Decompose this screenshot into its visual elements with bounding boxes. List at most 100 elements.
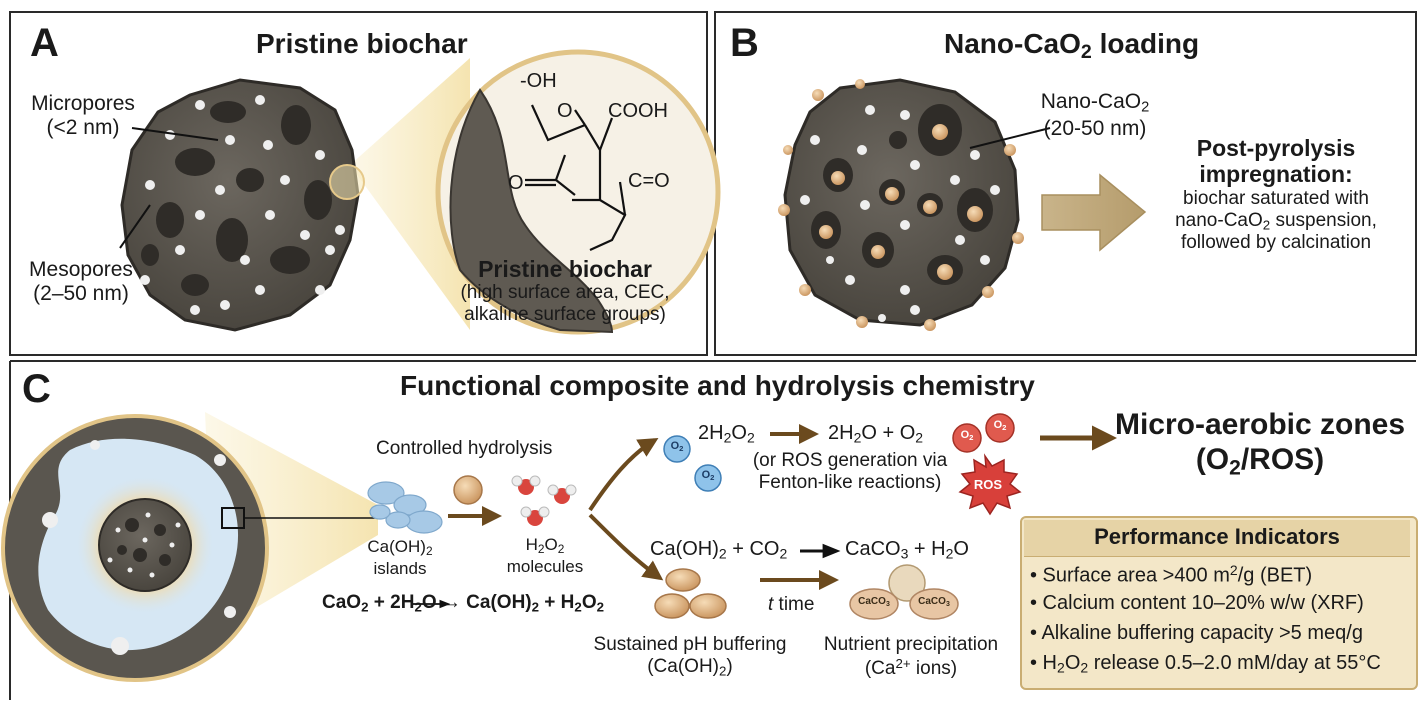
- panel-a-title: Pristine biochar: [256, 28, 468, 59]
- result-sub: (O2/ROS): [1110, 443, 1410, 480]
- panel-b-title: Nano-CaO2 loading: [944, 28, 1199, 63]
- caco3-1-text: CaCO: [858, 596, 886, 607]
- branch-arrow-up: [588, 437, 659, 512]
- rxn1-products: 2H2O + O2: [828, 422, 923, 446]
- result-title: Micro-aerobic zones: [1114, 408, 1406, 441]
- ros-note: (or ROS generation via Fenton-like react…: [730, 450, 970, 494]
- biochar-particle-b: [778, 78, 1024, 331]
- mesopores-size: (2–50 nm): [33, 282, 129, 306]
- method-line-1: biochar saturated with: [1183, 187, 1369, 209]
- result-sub-p1: (O: [1195, 442, 1230, 476]
- performance-indicators-header: [1024, 520, 1410, 557]
- desc-title: Pristine biochar: [478, 256, 652, 282]
- leader-nano-cao2: [969, 127, 1051, 149]
- ros-burst: [958, 453, 1022, 516]
- rxn1p-p1: 2H: [828, 422, 854, 444]
- islands-sub: 2: [425, 543, 433, 558]
- o2-b1-sub: 2: [679, 443, 684, 453]
- ros-note-2: Fenton-like reactions): [758, 471, 942, 493]
- rxn2r-p2: + H: [908, 538, 946, 560]
- perf0-sup: 2: [1229, 562, 1238, 578]
- caco3-2-sub: 3: [945, 600, 950, 608]
- o2-blue-badges: [663, 435, 722, 492]
- nutrient-s1: 2+: [895, 655, 911, 671]
- o2-badge-2-label: O2: [695, 469, 721, 483]
- mesopores-text: Mesopores: [29, 258, 133, 281]
- perf-item-h2o2-release: • H2O2 release 0.5–2.0 mM/day at 55°C: [1030, 652, 1381, 676]
- result-sub-s1: 2: [1229, 455, 1241, 479]
- method-line-2-post: suspension,: [1270, 209, 1377, 231]
- mol-o: O: [544, 535, 558, 554]
- perf3-sub1: 2: [1057, 659, 1065, 676]
- caoh2-blobs: [654, 568, 727, 619]
- method-title-2: impregnation:: [1199, 161, 1353, 188]
- rxn2l-s2: 2: [779, 545, 788, 562]
- buffer-p1: (Ca(OH): [647, 655, 720, 677]
- panel-c-title: Functional composite and hydrolysis chem…: [400, 370, 1035, 401]
- branch-arrow-down: [588, 513, 664, 581]
- o2-r1-sub: 2: [969, 432, 974, 442]
- nutrient-p1: (Ca: [864, 657, 896, 679]
- result-sub-p2: /ROS): [1240, 442, 1325, 476]
- o2-r2-text: O: [993, 419, 1003, 431]
- caoh2-islands: [367, 481, 443, 534]
- rxn1p-p2: O + O: [861, 422, 916, 444]
- h2o2-molecules: [511, 475, 577, 526]
- nano-cao2-sub: 2: [1141, 99, 1150, 116]
- time-text: time: [773, 594, 815, 615]
- perf0-pre: • Surface area >400 m: [1030, 564, 1230, 587]
- o2-b1-text: O: [670, 440, 680, 452]
- o2-b2-text: O: [701, 469, 711, 481]
- time-var: t: [768, 594, 774, 615]
- buffer-s1: 2: [719, 663, 727, 679]
- carbonyl-group: C=O: [628, 170, 670, 192]
- micropores-text: Micropores: [31, 92, 135, 115]
- islands-line-1: Ca(OH)2: [350, 537, 450, 559]
- caco3-badge-1: CaCO3: [852, 596, 896, 609]
- pristine-biochar-description: Pristine biochar (high surface area, CEC…: [430, 256, 700, 326]
- micropores-size: (<2 nm): [46, 116, 120, 140]
- o2-red-2-label: O2: [987, 419, 1013, 433]
- desc-line-2: alkaline surface groups): [464, 304, 666, 326]
- perf3-pre: • H: [1030, 652, 1058, 674]
- o2-r1-text: O: [960, 429, 970, 441]
- rxn2r-p3: O: [953, 538, 969, 560]
- nutrient-precipitation-label: Nutrient precipitation (Ca2+ ions): [806, 634, 1016, 680]
- eq-s2: 2: [414, 599, 422, 615]
- zoom-beam-a: [350, 58, 470, 330]
- eq-s3: 2: [531, 599, 540, 615]
- ros-label: ROS: [973, 477, 1003, 492]
- eq-s5: 2: [596, 599, 604, 615]
- caoh2-islands-label: Ca(OH)2 islands: [350, 537, 450, 578]
- hydrolysis-equation: CaO2 + 2H2O → Ca(OH)2 + H2O2: [322, 592, 604, 615]
- oxygen-atom-2: O: [508, 172, 524, 194]
- title-b-pre: Nano-CaO: [944, 28, 1081, 59]
- rxn2l-p2: + CO: [726, 538, 780, 560]
- rxn2r-s2: 2: [945, 545, 954, 562]
- perf-item-buffering: • Alkaline buffering capacity >5 meq/g: [1030, 622, 1363, 644]
- eq-p5: O: [581, 592, 597, 613]
- nutrient-line-1: Nutrient precipitation: [823, 634, 999, 655]
- nano-cao2-text: Nano-CaO2: [1040, 90, 1150, 117]
- title-b-post: loading: [1091, 28, 1200, 59]
- caco3-badge-2: CaCO3: [912, 596, 956, 609]
- time-label: t time: [768, 594, 814, 616]
- mol-h: H: [525, 535, 538, 554]
- eq-p3: O → Ca(OH): [421, 592, 532, 613]
- islands-line-2: islands: [373, 558, 427, 578]
- desc-line-1: (high surface area, CEC,: [460, 282, 670, 304]
- rxn2l-s1: 2: [718, 545, 727, 562]
- rxn2-products: CaCO3 + H2O: [845, 538, 969, 562]
- molecules-line-1: H2O2: [495, 535, 595, 557]
- nano-cao2-label: Nano-CaO2 (20-50 nm): [1040, 90, 1150, 141]
- oxygen-atom-1: O: [557, 100, 573, 122]
- cao2-particle: [453, 475, 483, 505]
- rxn2r-p1: CaCO: [845, 538, 901, 560]
- controlled-hydrolysis-label: Controlled hydrolysis: [376, 438, 553, 459]
- leader-micropores: [131, 127, 219, 141]
- method-line-2-pre: nano-CaO: [1175, 209, 1263, 231]
- o2-b2-sub: 2: [710, 472, 715, 482]
- ph-buffering-label: Sustained pH buffering (Ca(OH)2): [570, 634, 810, 678]
- perf3-sub2: 2: [1080, 659, 1089, 676]
